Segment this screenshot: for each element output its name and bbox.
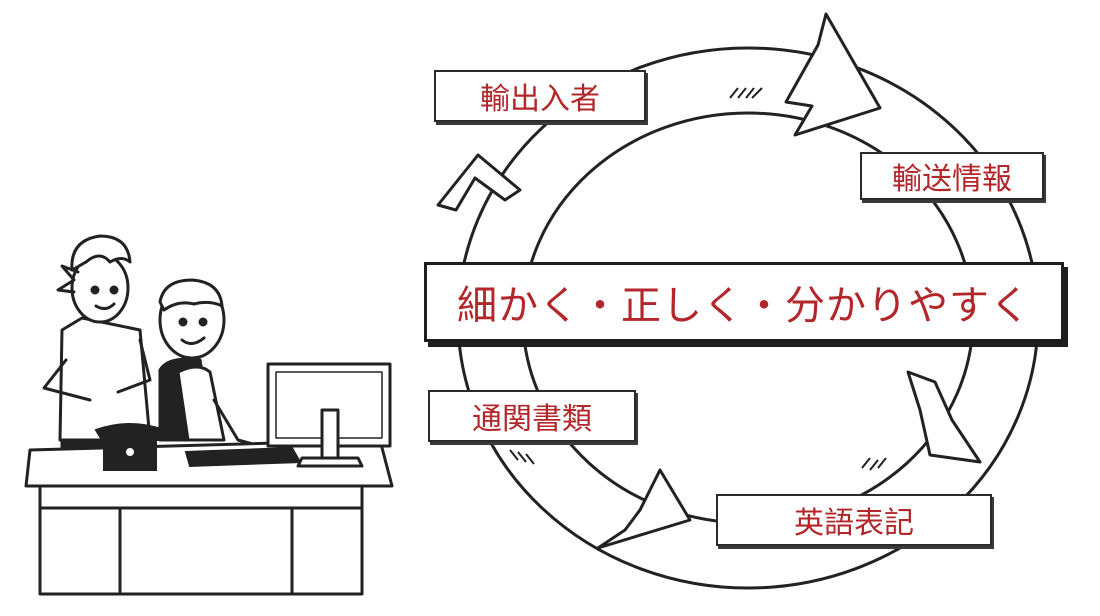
label-customs-documents: 通関書類 [428, 390, 636, 442]
computer-monitor-icon [266, 362, 392, 468]
label-text: 英語表記 [794, 506, 914, 541]
telephone-icon [94, 423, 166, 471]
keyboard-icon [184, 446, 302, 468]
label-exporter-importer: 輸出入者 [434, 70, 646, 122]
center-slogan-box: 細かく・正しく・分かりやすく [424, 262, 1064, 342]
label-english-notation: 英語表記 [716, 494, 992, 546]
label-text: 輸出入者 [480, 82, 600, 117]
center-slogan: 細かく・正しく・分かりやすく [457, 283, 1031, 329]
cycle-arrow-icon [436, 12, 1040, 590]
label-shipping-info: 輸送情報 [860, 152, 1044, 200]
label-text: 通関書類 [472, 402, 592, 437]
label-text: 輸送情報 [892, 162, 1012, 197]
hatch-marks [509, 87, 887, 471]
